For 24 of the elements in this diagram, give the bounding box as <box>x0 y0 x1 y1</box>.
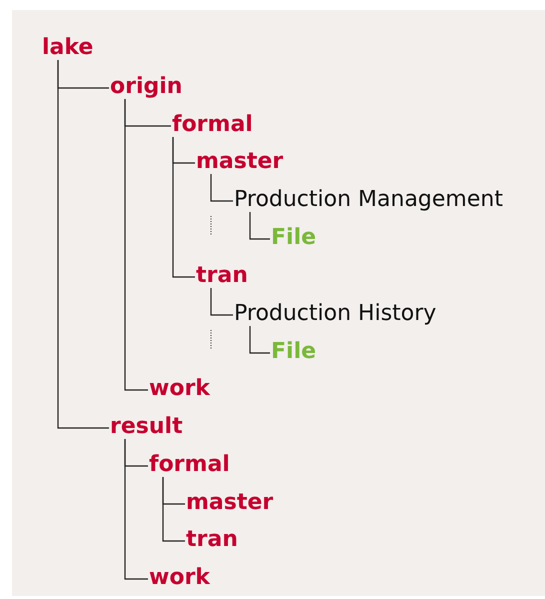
tree-connector <box>172 137 195 278</box>
tree-connector <box>249 326 270 354</box>
folder-label: master <box>186 489 274 517</box>
file-label: File <box>271 338 316 366</box>
item-label: Production History <box>234 300 436 328</box>
tree-connector <box>210 288 233 316</box>
folder-label: work <box>149 375 210 403</box>
tree-connector <box>124 99 148 391</box>
folder-label: formal <box>172 111 253 139</box>
tree-connector <box>210 174 233 202</box>
folder-label: formal <box>149 451 230 479</box>
folder-label: master <box>196 148 284 176</box>
folder-label: lake <box>42 34 94 62</box>
tree-connector <box>249 212 270 240</box>
item-label: Production Management <box>234 186 503 214</box>
tree-connector <box>57 60 109 429</box>
file-label: File <box>271 224 316 252</box>
tree-connector <box>124 439 148 580</box>
folder-label: work <box>149 564 210 592</box>
folder-label: tran <box>196 262 248 290</box>
folder-label: origin <box>110 73 182 101</box>
folder-label: tran <box>186 526 238 554</box>
tree-connector <box>162 477 185 542</box>
folder-label: result <box>110 413 183 441</box>
